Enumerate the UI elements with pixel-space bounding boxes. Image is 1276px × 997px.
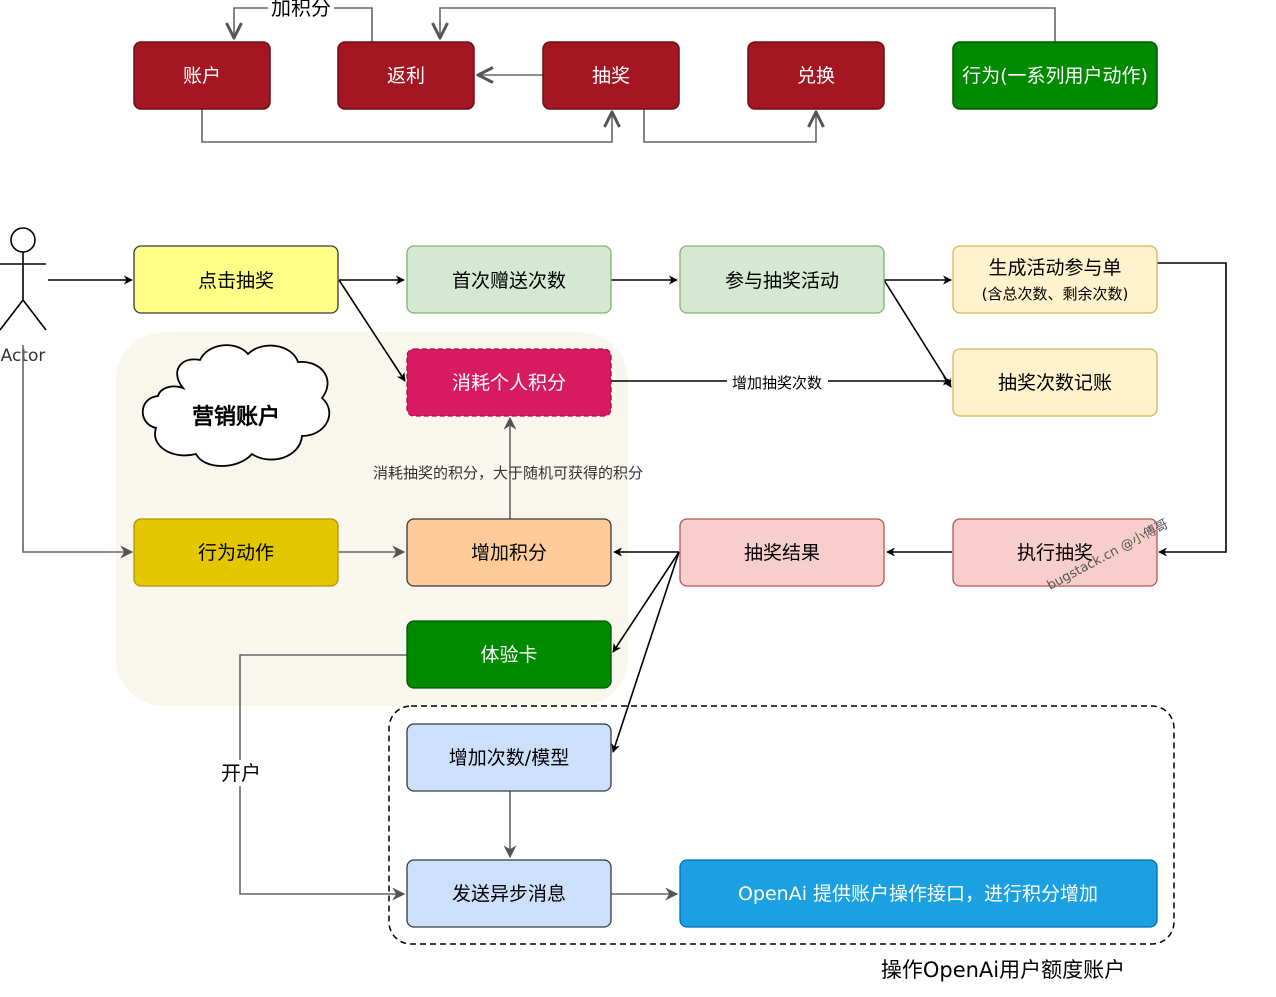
node-send-async-msg-label: 发送异步消息 (452, 883, 566, 905)
consume-note: 消耗抽奖的积分，大于随机可获得的积分 (373, 464, 643, 482)
node-generate-order-line2: (含总次数、剩余次数) (982, 285, 1129, 303)
add-points-label-bg (268, 0, 334, 20)
node-first-gift-count: 首次赠送次数 (406, 245, 612, 314)
open-account-label: 开户 (221, 761, 261, 785)
node-execute-lottery-label: 执行抽奖 (1017, 542, 1093, 564)
node-add-count-model-label: 增加次数/模型 (449, 747, 569, 769)
node-join-activity-label: 参与抽奖活动 (725, 270, 839, 292)
node-experience-card: 体验卡 (406, 620, 612, 689)
node-rebate-label: 返利 (387, 65, 425, 87)
edge-actor-to-behavior (22, 345, 134, 559)
add-points-label: 加积分 (271, 0, 331, 20)
node-lottery-result-label: 抽奖结果 (744, 542, 820, 564)
node-experience-card-label: 体验卡 (480, 644, 537, 666)
node-lottery: 抽奖 (542, 41, 680, 110)
node-generate-order: 生成活动参与单 (含总次数、剩余次数) (952, 245, 1158, 314)
top-edges: 加积分 (201, 0, 1056, 143)
node-lottery-result: 抽奖结果 (679, 518, 885, 587)
openai-group-label: 操作OpenAi用户额度账户 (881, 958, 1125, 982)
edge-result-to-count-model (611, 551, 680, 753)
node-behavior-action-label: 行为动作 (198, 542, 274, 564)
node-consume-points-label: 消耗个人积分 (452, 372, 566, 394)
edge-join-to-ledger (883, 279, 952, 388)
node-count-ledger: 抽奖次数记账 (952, 348, 1158, 417)
node-first-gift-count-label: 首次赠送次数 (452, 270, 566, 292)
main-edges: 增加抽奖次数 消耗抽奖的积分，大于随机可获得的积分 开户 (22, 262, 1227, 901)
node-consume-points: 消耗个人积分 (406, 348, 612, 417)
node-lottery-label: 抽奖 (592, 65, 630, 87)
node-send-async-msg: 发送异步消息 (406, 859, 612, 928)
node-behavior: 行为(一系列用户动作) (952, 41, 1158, 110)
edge-lottery-to-redeem (643, 109, 816, 143)
node-add-points: 增加积分 (406, 518, 612, 587)
add-count-edge-label: 增加抽奖次数 (732, 374, 822, 392)
node-openai-interface-label: OpenAi 提供账户操作接口，进行积分增加 (738, 883, 1098, 905)
node-join-activity: 参与抽奖活动 (679, 245, 885, 314)
node-add-count-model: 增加次数/模型 (406, 723, 612, 792)
marketing-account-cloud: 营销账户 (141, 344, 331, 467)
node-redeem-label: 兑换 (797, 65, 835, 87)
node-click-lottery-label: 点击抽奖 (198, 270, 274, 292)
edge-click-to-consume (338, 279, 406, 382)
cloud-label: 营销账户 (192, 404, 280, 430)
edge-account-to-lottery (201, 109, 612, 143)
node-behavior-label: 行为(一系列用户动作) (962, 65, 1148, 87)
node-openai-interface: OpenAi 提供账户操作接口，进行积分增加 (679, 859, 1158, 928)
edge-behavior-to-rebate (440, 7, 1056, 42)
node-rebate: 返利 (337, 41, 475, 110)
node-execute-lottery: 执行抽奖 (952, 518, 1158, 587)
node-click-lottery: 点击抽奖 (133, 245, 339, 314)
edge-order-to-execute (1157, 262, 1227, 557)
node-add-points-label: 增加积分 (471, 542, 547, 564)
node-account: 账户 (133, 41, 271, 110)
openai-account-group (388, 705, 1175, 945)
edge-result-to-card (612, 551, 680, 653)
node-redeem: 兑换 (747, 41, 885, 110)
node-behavior-action: 行为动作 (133, 518, 339, 587)
node-generate-order-line1: 生成活动参与单 (988, 257, 1121, 279)
node-count-ledger-label: 抽奖次数记账 (998, 372, 1112, 394)
node-account-label: 账户 (183, 65, 221, 87)
actor-head (10, 227, 36, 253)
